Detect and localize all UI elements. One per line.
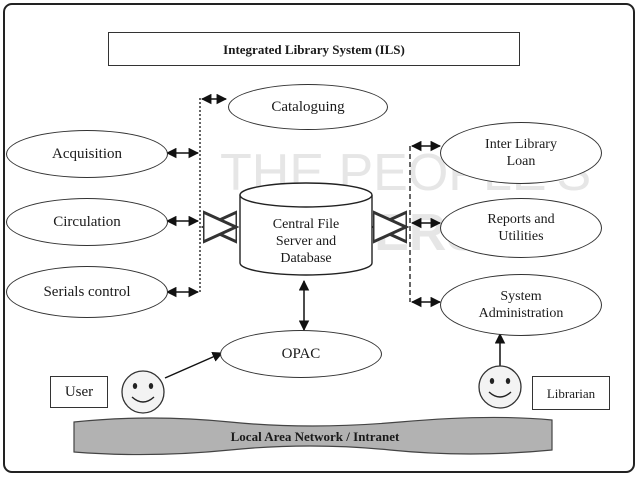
outer-border [3, 3, 635, 473]
user-smiley-icon [121, 370, 165, 414]
module-circulation: Circulation [6, 198, 168, 246]
module-cataloguing: Cataloguing [228, 84, 388, 130]
librarian-smiley-icon [478, 365, 522, 409]
librarian-label: Librarian [532, 376, 610, 410]
module-serials-control: Serials control [6, 266, 168, 318]
page-title: Integrated Library System (ILS) [108, 32, 520, 66]
network-label: Local Area Network / Intranet [230, 428, 400, 444]
module-system-administration: System Administration [440, 274, 602, 336]
module-inter-library-loan: Inter Library Loan [440, 122, 602, 184]
arrow-user-opac [164, 351, 223, 379]
module-reports-utilities: Reports and Utilities [440, 198, 602, 258]
central-database-label: Central File Server and Database [272, 216, 340, 266]
module-acquisition: Acquisition [6, 130, 168, 178]
module-opac: OPAC [220, 330, 382, 378]
network-banner [73, 416, 553, 456]
user-label: User [50, 376, 108, 408]
database-cylinder [239, 182, 373, 276]
